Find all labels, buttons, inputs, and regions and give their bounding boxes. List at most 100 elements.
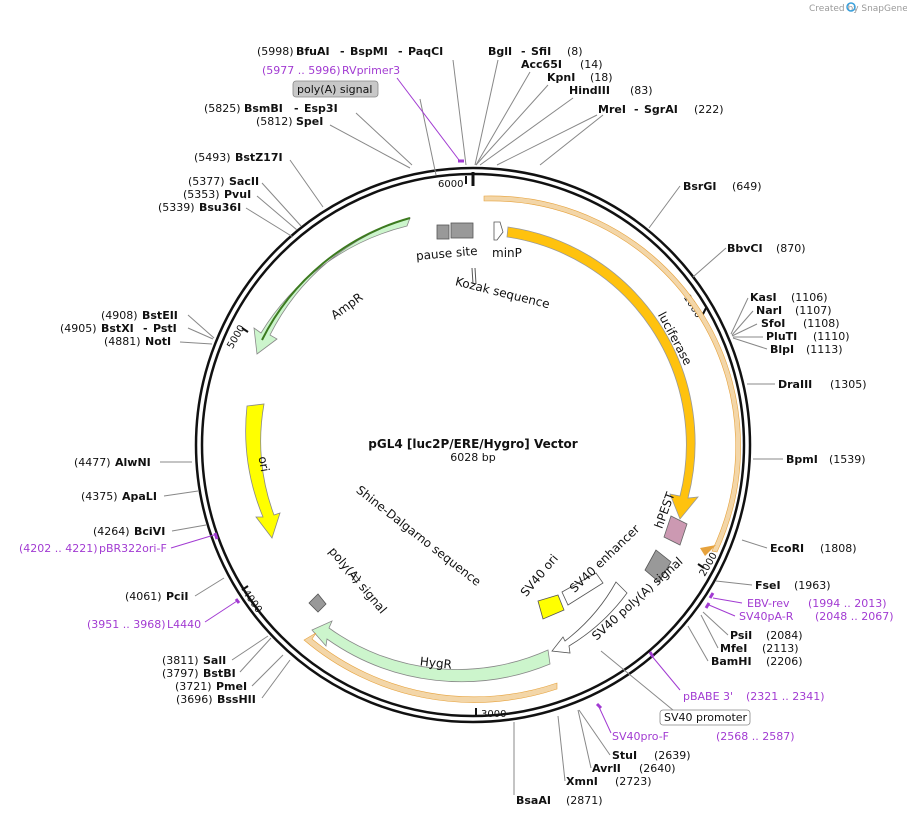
- ebv-rev-label[interactable]: EBV-rev: [747, 597, 790, 610]
- l4440-label[interactable]: L4440: [167, 618, 201, 631]
- bstxi-label[interactable]: BstXI: [101, 322, 134, 335]
- sfii-sep: -: [521, 45, 526, 58]
- sv40-ori-box[interactable]: [537, 594, 565, 620]
- polya-box-top[interactable]: [450, 222, 474, 239]
- bsu36i-label[interactable]: Bsu36I: [199, 201, 241, 214]
- mrei-label[interactable]: MreI: [598, 103, 626, 116]
- shine-label: Shine-Dalgarno sequence: [353, 483, 483, 589]
- bbvci-pos: (870): [776, 242, 806, 255]
- nari-label[interactable]: NarI: [756, 304, 782, 317]
- bamhi-label[interactable]: BamHI: [711, 655, 752, 668]
- blpi-label[interactable]: BlpI: [770, 343, 794, 356]
- esp3i-label[interactable]: Esp3I: [304, 102, 338, 115]
- noti-label[interactable]: NotI: [145, 335, 171, 348]
- fsei-label[interactable]: FseI: [755, 579, 781, 592]
- alwni-label[interactable]: AlwNI: [115, 456, 151, 469]
- bgli-label[interactable]: BglI: [488, 45, 512, 58]
- sacii-pos: (5377): [188, 175, 225, 188]
- pause-site-label: pause site: [415, 244, 478, 263]
- ecori-label[interactable]: EcoRI: [770, 542, 804, 555]
- bfuai-label[interactable]: BfuAI: [296, 45, 330, 58]
- stui-label[interactable]: StuI: [612, 749, 637, 762]
- bsaai-label[interactable]: BsaAI: [516, 794, 551, 807]
- hindiii-label[interactable]: HindIII: [569, 84, 610, 97]
- bstbi-label[interactable]: BstBI: [203, 667, 236, 680]
- paqci-label[interactable]: PaqCI: [408, 45, 443, 58]
- bcivi-label[interactable]: BciVI: [134, 525, 165, 538]
- bsrgi-label[interactable]: BsrGI: [683, 180, 716, 193]
- tick-6000: 6000: [438, 179, 463, 190]
- bsteii-label[interactable]: BstEII: [142, 309, 178, 322]
- pcii-label[interactable]: PciI: [166, 590, 188, 603]
- pluti-label[interactable]: PluTI: [766, 330, 797, 343]
- draiii-label[interactable]: DraIII: [778, 378, 812, 391]
- mfei-label[interactable]: MfeI: [720, 642, 747, 655]
- xmni-label[interactable]: XmnI: [566, 775, 598, 788]
- pbr322ori-f-range: (4202 .. 4221): [19, 542, 98, 555]
- sv40pa-r-label[interactable]: SV40pA-R: [739, 610, 794, 623]
- pbr322ori-f-label[interactable]: pBR322ori-F: [99, 542, 167, 555]
- luciferase-arrow[interactable]: [506, 226, 699, 520]
- pmei-label[interactable]: PmeI: [216, 680, 247, 693]
- bpmi-pos: (1539): [829, 453, 866, 466]
- ampr-arrow[interactable]: [253, 217, 411, 355]
- bcivi-pos: (4264): [93, 525, 130, 538]
- sv40-polya-arrow[interactable]: [551, 581, 628, 654]
- pcii-pos: (4061): [125, 590, 162, 603]
- bstz17i-label[interactable]: BstZ17I: [235, 151, 283, 164]
- kpni-label[interactable]: KpnI: [547, 71, 575, 84]
- spei-label[interactable]: SpeI: [296, 115, 323, 128]
- hygr-label: HygR: [419, 654, 452, 671]
- bsshii-pos: (3696): [176, 693, 213, 706]
- apali-label[interactable]: ApaLI: [122, 490, 157, 503]
- xmni-pos: (2723): [615, 775, 652, 788]
- sv40-enhancer-label: SV40 enhancer: [567, 522, 643, 596]
- bsteii-pos: (4908): [101, 309, 138, 322]
- hygr-arrow[interactable]: [311, 620, 551, 683]
- sfoi-label[interactable]: SfoI: [761, 317, 785, 330]
- bspmi-label[interactable]: BspMI: [350, 45, 388, 58]
- sgrai-label[interactable]: SgrAI: [644, 103, 678, 116]
- kasi-label[interactable]: KasI: [750, 291, 777, 304]
- bamhi-pos: (2206): [766, 655, 803, 668]
- polya-bottom-label: poly(A) signal: [326, 544, 390, 616]
- bbvci-label[interactable]: BbvCI: [727, 242, 763, 255]
- avrii-label[interactable]: AvrII: [592, 762, 621, 775]
- polya-box-bottom[interactable]: [308, 593, 327, 613]
- ori-arrow[interactable]: [245, 403, 281, 539]
- sv40-enhancer-box[interactable]: [561, 572, 604, 606]
- paqci-sep: -: [398, 45, 403, 58]
- draiii-pos: (1305): [830, 378, 867, 391]
- alwni-pos: (4477): [74, 456, 111, 469]
- pvui-pos: (5353): [183, 188, 220, 201]
- sv40-promoter-box[interactable]: [659, 709, 751, 726]
- sacii-label[interactable]: SacII: [229, 175, 259, 188]
- pause-site-box[interactable]: [436, 224, 450, 240]
- ebv-rev-range: (1994 .. 2013): [808, 597, 887, 610]
- bpmi-label[interactable]: BpmI: [786, 453, 818, 466]
- hindiii-pos: (83): [630, 84, 653, 97]
- psii-label[interactable]: PsiI: [730, 629, 752, 642]
- avrii-pos: (2640): [639, 762, 676, 775]
- snapgene-credit: Created by SnapGene: [809, 4, 907, 14]
- sfii-pos: (8): [567, 45, 583, 58]
- acc65i-label[interactable]: Acc65I: [521, 58, 562, 71]
- sali-label[interactable]: SalI: [203, 654, 226, 667]
- rvprimer3-range: (5977 .. 5996): [262, 64, 341, 77]
- primer-leaders: [170, 77, 743, 734]
- psti-sep: -: [143, 322, 148, 335]
- pvui-label[interactable]: PvuI: [224, 188, 251, 201]
- minp-arrow[interactable]: [493, 221, 504, 241]
- psti-label[interactable]: PstI: [153, 322, 177, 335]
- bsshii-label[interactable]: BssHII: [217, 693, 256, 706]
- sv40pro-f-label[interactable]: SV40pro-F: [612, 730, 669, 743]
- pbabe3-label[interactable]: pBABE 3': [683, 690, 733, 703]
- acc65i-pos: (14): [580, 58, 603, 71]
- sfii-label[interactable]: SfiI: [531, 45, 551, 58]
- polya-box-right[interactable]: [644, 549, 672, 583]
- hpest-arrow[interactable]: [663, 515, 688, 546]
- polya-top-box[interactable]: [292, 80, 379, 98]
- rvprimer3-label[interactable]: RVprimer3: [342, 64, 400, 77]
- bsmbi-label[interactable]: BsmBI: [244, 102, 283, 115]
- ecori-pos: (1808): [820, 542, 857, 555]
